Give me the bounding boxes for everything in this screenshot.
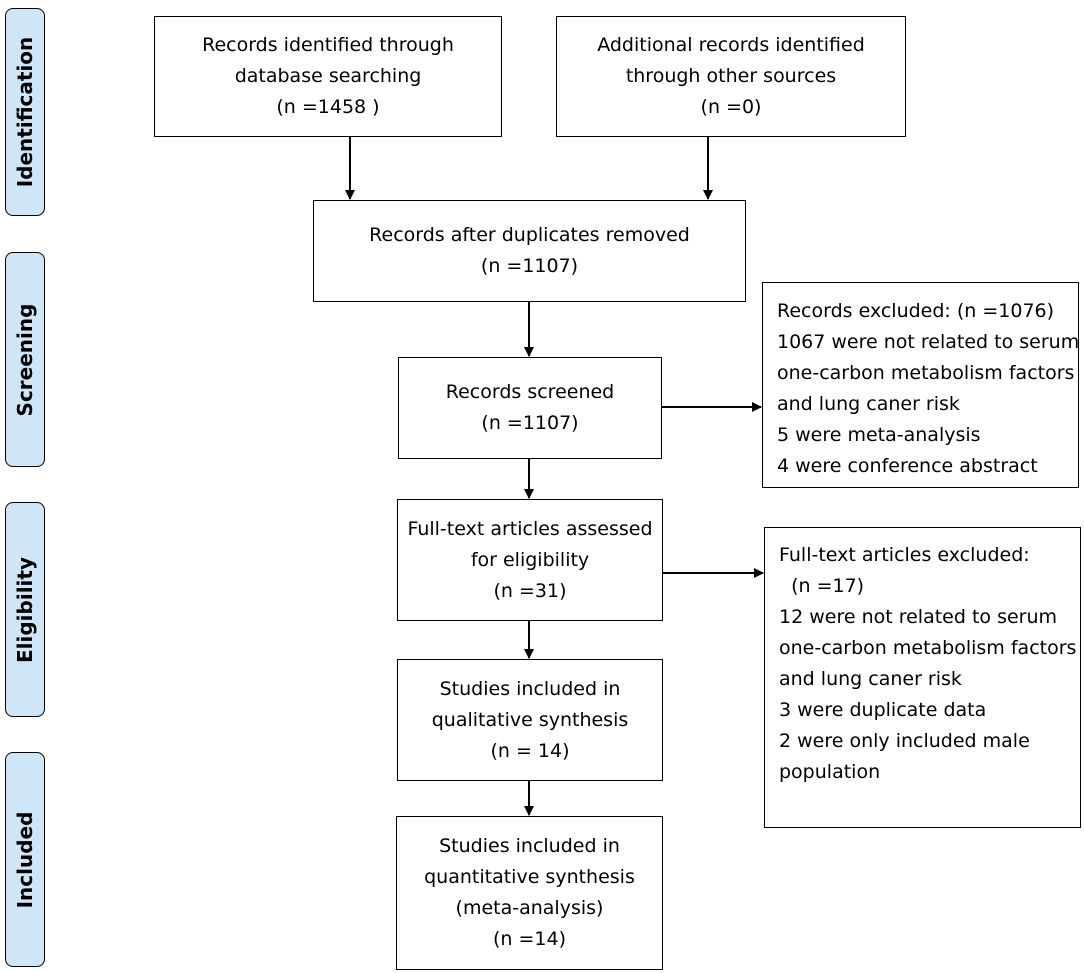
qualitative-line-3: (n = 14) [490, 739, 570, 762]
full-text-excluded-line-2: (n =17) [779, 575, 865, 597]
box-quantitative-synthesis: Studies included in quantitative synthes… [396, 816, 663, 970]
full-text-excluded-line-5: and lung caner risk [779, 668, 962, 690]
quantitative-line-3: (meta-analysis) [455, 897, 604, 919]
box-records-excluded: Records excluded: (n =1076) 1067 were no… [762, 282, 1079, 488]
stage-eligibility: Eligibility [5, 502, 45, 717]
full-text-excluded-line-4: one-carbon metabolism factors [779, 637, 1077, 659]
records-excluded-line-4: and lung caner risk [777, 393, 960, 415]
full-text-excluded-line-8: population [779, 761, 881, 783]
after-duplicates-line-2: (n =1107) [480, 255, 579, 277]
box-after-duplicates: Records after duplicates removed (n =110… [313, 200, 746, 302]
quantitative-line-1: Studies included in [439, 835, 620, 857]
records-excluded-line-3: one-carbon metabolism factors [777, 362, 1075, 384]
records-excluded-line-2: 1067 were not related to serum [777, 331, 1080, 353]
box-full-text-excluded: Full-text articles excluded: (n =17) 12 … [764, 527, 1081, 828]
stage-included: Included [5, 752, 45, 967]
qualitative-line-1: Studies included in [439, 677, 621, 700]
database-records-line-1: Records identified through [202, 34, 454, 56]
other-sources-line-1: Additional records identified [597, 34, 865, 56]
records-excluded-line-6: 4 were conference abstract [777, 455, 1038, 477]
records-screened-line-2: (n =1107) [481, 412, 579, 434]
full-text-excluded-line-7: 2 were only included male [779, 730, 1030, 752]
box-full-text-assessed: Full-text articles assessed for eligibil… [397, 499, 663, 621]
box-database-records: Records identified through database sear… [154, 16, 502, 137]
after-duplicates-line-1: Records after duplicates removed [369, 224, 690, 246]
full-text-assessed-line-1: Full-text articles assessed [407, 517, 653, 540]
full-text-excluded-line-3: 12 were not related to serum [779, 606, 1058, 628]
box-other-sources: Additional records identified through ot… [556, 16, 906, 137]
box-qualitative-synthesis: Studies included in qualitative synthesi… [397, 659, 663, 781]
other-sources-line-3: (n =0) [700, 96, 762, 118]
quantitative-line-4: (n =14) [492, 928, 566, 950]
records-screened-line-1: Records screened [445, 381, 615, 403]
stage-screening: Screening [5, 252, 45, 467]
other-sources-line-2: through other sources [625, 65, 837, 87]
full-text-excluded-line-6: 3 were duplicate data [779, 699, 987, 721]
full-text-excluded-line-1: Full-text articles excluded: [779, 544, 1030, 566]
records-excluded-line-5: 5 were meta-analysis [777, 424, 981, 446]
box-records-screened: Records screened (n =1107) [398, 357, 662, 459]
quantitative-line-2: quantitative synthesis [424, 866, 635, 888]
qualitative-line-2: qualitative synthesis [431, 708, 629, 731]
full-text-assessed-line-3: (n =31) [493, 579, 567, 602]
database-records-line-3: (n =1458 ) [276, 96, 380, 118]
records-excluded-line-1: Records excluded: (n =1076) [777, 300, 1055, 322]
database-records-line-2: database searching [234, 65, 422, 87]
stage-identification: Identification [5, 8, 45, 216]
full-text-assessed-line-2: for eligibility [470, 548, 590, 571]
